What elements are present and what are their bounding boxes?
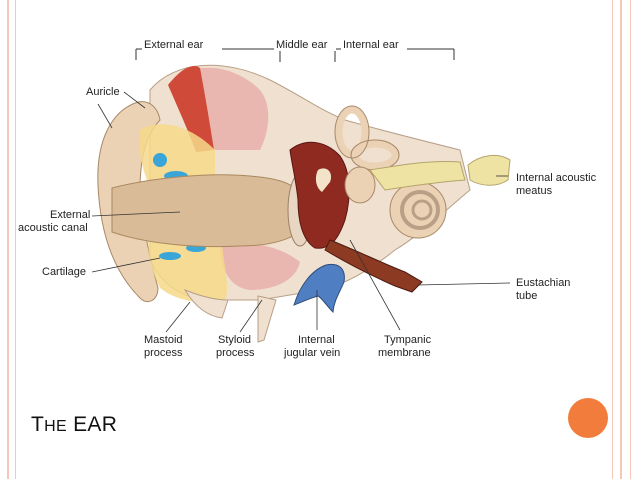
label-eustachian-2: tube	[516, 290, 537, 302]
leader-lines	[91, 91, 511, 333]
slide-title-initial: T	[31, 413, 45, 436]
internal-acoustic-meatus-shape	[467, 154, 511, 186]
right-frame-line	[620, 0, 622, 479]
cartilage-blob-3	[159, 252, 181, 260]
styloid-process-shape	[257, 295, 277, 343]
label-cartilage: Cartilage	[42, 266, 86, 278]
vestibulocochlear-nerve	[369, 161, 466, 191]
label-jugular-1: Internal	[298, 334, 335, 346]
label-acoustic-meatus-1: Internal acoustic	[516, 172, 597, 184]
spongy-bone-lower	[220, 243, 300, 290]
external-acoustic-canal	[111, 174, 301, 248]
slide-title: THE EAR	[31, 413, 117, 437]
label-auricle: Auricle	[86, 86, 120, 98]
label-middle-ear: Middle ear	[276, 39, 328, 51]
label-external-ear: External ear	[144, 39, 204, 51]
label-external-acoustic-canal-1: External	[50, 209, 90, 221]
label-styloid-2: process	[216, 347, 255, 359]
cartilage-fat-lower	[148, 235, 228, 303]
semicircular-canals	[335, 106, 399, 170]
slide-title-word: EAR	[73, 413, 118, 436]
label-mastoid-1: Mastoid	[144, 334, 183, 346]
cartilage-fat-upper	[139, 124, 215, 188]
label-tympanic-1: Tympanic	[384, 334, 432, 346]
slide-title-small-caps: HE	[44, 418, 67, 435]
cochlea	[389, 181, 447, 239]
accent-dot	[568, 398, 608, 438]
right-frame-line-thin	[612, 0, 613, 479]
ossicles	[315, 168, 332, 192]
left-frame-line-thin	[15, 0, 16, 479]
temporal-muscle	[168, 65, 214, 152]
right-frame-line-outer	[630, 0, 631, 479]
label-acoustic-meatus-2: meatus	[516, 185, 553, 197]
label-internal-ear: Internal ear	[343, 39, 399, 51]
mastoid-process-shape	[183, 288, 229, 319]
label-eustachian-1: Eustachian	[516, 277, 570, 289]
label-mastoid-2: process	[144, 347, 183, 359]
cartilage-blob-1	[153, 153, 167, 167]
middle-ear-cavity	[289, 141, 350, 249]
label-tympanic-2: membrane	[378, 347, 431, 359]
internal-jugular-vein-shape	[293, 263, 345, 314]
label-external-acoustic-canal-2: acoustic canal	[18, 222, 88, 234]
vestibule	[344, 166, 376, 204]
left-frame-line	[7, 0, 9, 479]
label-jugular-2: jugular vein	[283, 347, 340, 359]
label-styloid-1: Styloid	[218, 334, 251, 346]
